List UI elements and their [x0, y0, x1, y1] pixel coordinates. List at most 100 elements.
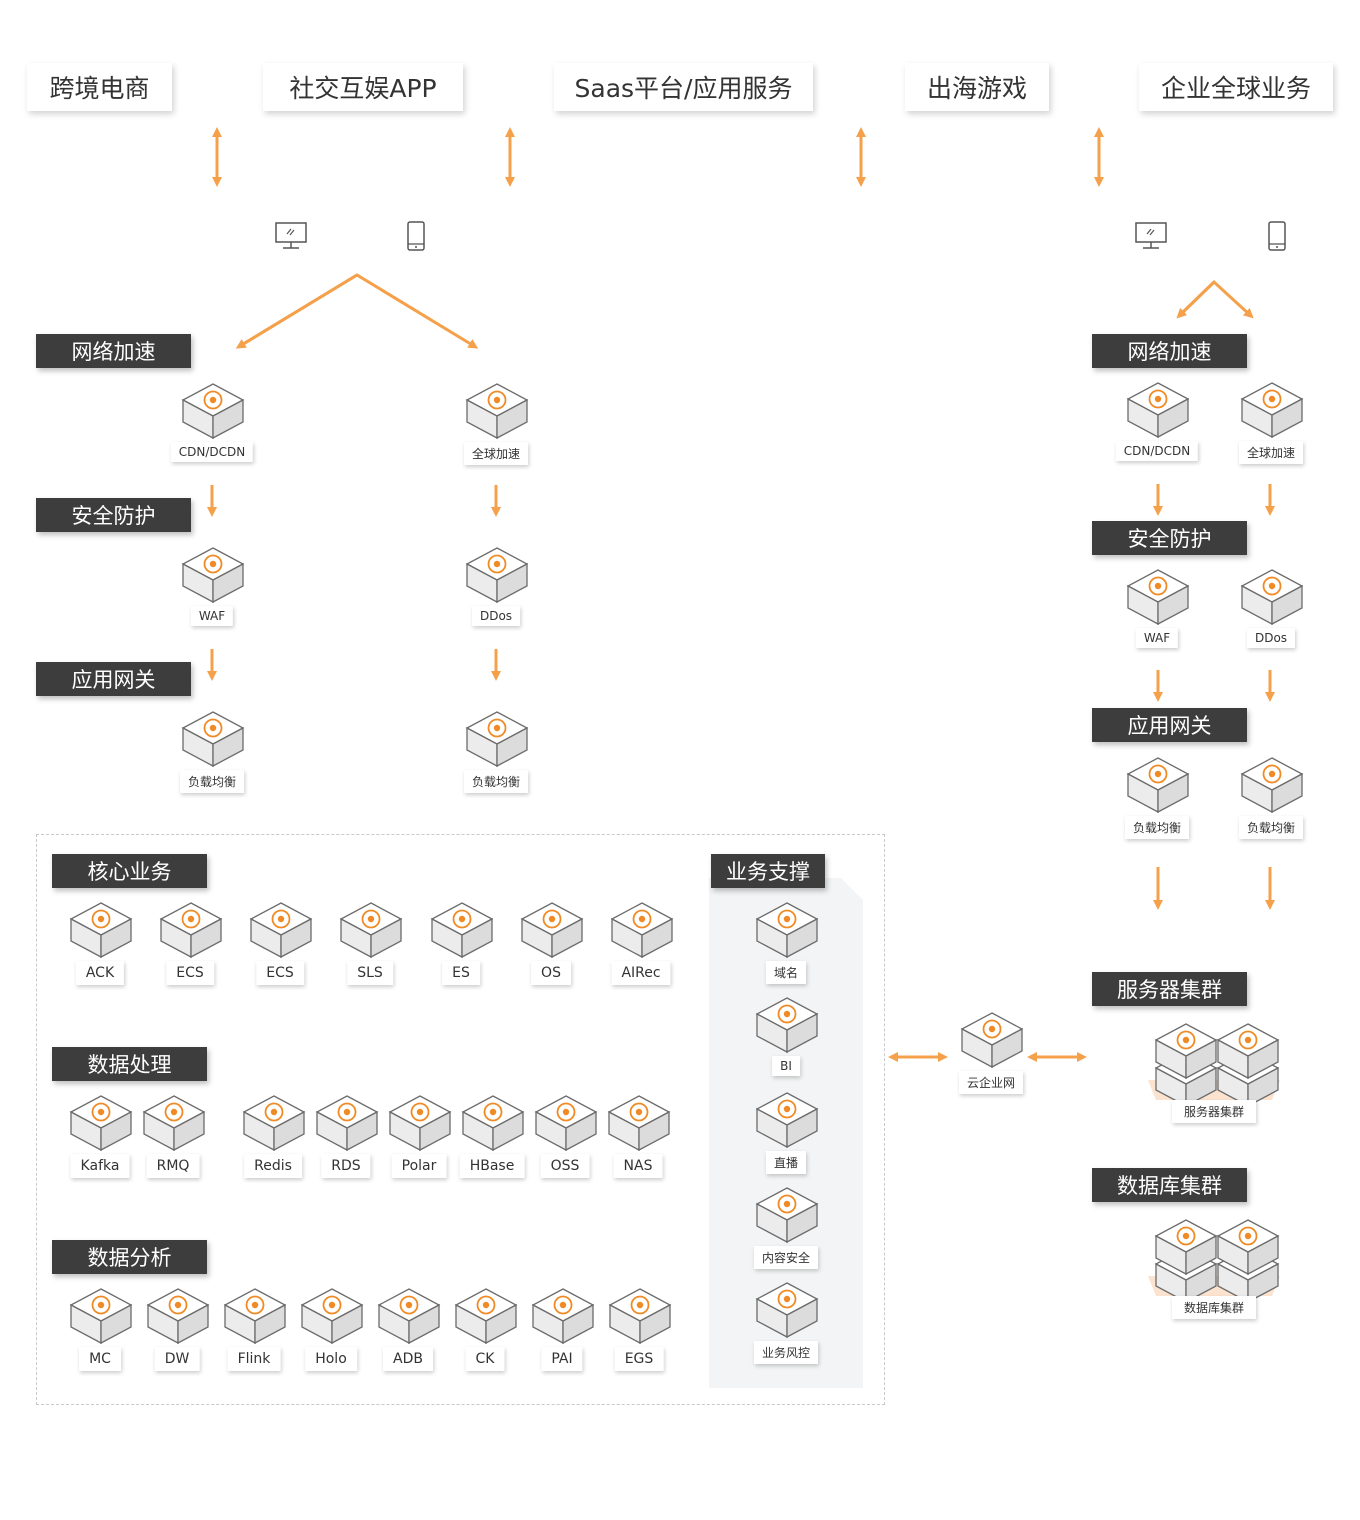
node-core-6[interactable]: AIRec	[596, 901, 686, 991]
hex-tile-icon	[1126, 757, 1190, 814]
node-core-4[interactable]: ES	[416, 901, 506, 991]
node-label: HBase	[459, 1154, 525, 1178]
hex-tile-icon	[1154, 1219, 1218, 1276]
node-right-sec-a[interactable]: WAF	[1112, 568, 1202, 658]
node-label: ADB	[383, 1347, 433, 1371]
node-right-net-b[interactable]: 全球加速	[1226, 381, 1316, 471]
node-label: 内容安全	[753, 1246, 819, 1269]
node-label: AIRec	[611, 961, 671, 985]
node-dataana-1[interactable]: DW	[132, 1287, 222, 1377]
node-dataana-3[interactable]: Holo	[286, 1287, 376, 1377]
node-label: EGS	[614, 1347, 664, 1371]
node-label: OSS	[540, 1154, 590, 1178]
right-tag-server-cluster: 服务器集群	[1092, 972, 1247, 1006]
hex-tile-icon	[531, 1288, 595, 1345]
node-left-net-a[interactable]: CDN/DCDN	[167, 382, 257, 472]
device-card-desktop-left	[238, 203, 344, 269]
node-support-1[interactable]: BI	[741, 996, 831, 1086]
node-left-gw-b[interactable]: 负载均衡	[451, 710, 541, 800]
node-label: DW	[154, 1347, 200, 1371]
node-label: CK	[465, 1347, 505, 1371]
hex-tile-icon	[465, 547, 529, 604]
node-core-3[interactable]: SLS	[325, 901, 415, 991]
hex-tile-icon	[181, 383, 245, 440]
node-dataproc-6[interactable]: OSS	[520, 1094, 610, 1184]
hex-tile-icon	[755, 1282, 819, 1339]
monitor-icon	[274, 221, 308, 251]
node-core-2[interactable]: ECS	[235, 901, 325, 991]
top-cross-border-ecommerce: 跨境电商	[27, 63, 172, 111]
monitor-icon	[1134, 221, 1168, 251]
device-card-mobile-left	[363, 203, 469, 269]
node-label: 负载均衡	[463, 770, 529, 793]
node-core-5[interactable]: OS	[506, 901, 596, 991]
node-dataproc-2[interactable]: Redis	[228, 1094, 318, 1184]
node-label: 负载均衡	[1124, 816, 1190, 839]
node-dataproc-4[interactable]: Polar	[374, 1094, 464, 1184]
node-label: 云企业网	[958, 1071, 1024, 1094]
hex-tile-icon	[454, 1288, 518, 1345]
node-core-1[interactable]: ECS	[145, 901, 235, 991]
hex-tile-icon	[242, 1095, 306, 1152]
node-right-gw-b[interactable]: 负载均衡	[1226, 756, 1316, 846]
node-support-0[interactable]: 域名	[741, 901, 831, 991]
right-tag-gateway: 应用网关	[1092, 708, 1247, 742]
node-dataana-5[interactable]: CK	[440, 1287, 530, 1377]
hex-tile-icon	[610, 902, 674, 959]
node-label: PAI	[541, 1347, 583, 1371]
mobile-icon	[405, 220, 427, 252]
node-left-gw-a[interactable]: 负载均衡	[167, 710, 257, 800]
hex-tile-icon	[300, 1288, 364, 1345]
support-tag: 业务支撑	[711, 854, 825, 888]
hex-tile-icon	[181, 547, 245, 604]
node-core-0[interactable]: ACK	[55, 901, 145, 991]
node-support-4[interactable]: 业务风控	[741, 1281, 831, 1371]
node-cloud-enterprise-network[interactable]: 云企业网	[946, 1011, 1036, 1101]
node-dataana-6[interactable]: PAI	[517, 1287, 607, 1377]
node-left-sec-a[interactable]: WAF	[167, 546, 257, 636]
node-right-sec-b[interactable]: DDos	[1226, 568, 1316, 658]
right-tag-db-cluster: 数据库集群	[1092, 1168, 1247, 1202]
node-right-net-a[interactable]: CDN/DCDN	[1112, 381, 1202, 471]
node-dataproc-5[interactable]: HBase	[447, 1094, 537, 1184]
hex-tile-icon	[607, 1095, 671, 1152]
hex-tile-icon	[388, 1095, 452, 1152]
node-dataana-7[interactable]: EGS	[594, 1287, 684, 1377]
server-cluster[interactable]: 服务器集群	[1134, 1022, 1294, 1132]
device-card-desktop-right	[1098, 203, 1204, 269]
device-card-mobile-right	[1224, 203, 1330, 269]
node-label: ECS	[166, 961, 214, 985]
node-label: 全球加速	[463, 442, 529, 465]
hex-tile-icon	[960, 1012, 1024, 1069]
hex-tile-icon	[430, 902, 494, 959]
left-panel-network	[36, 358, 671, 480]
node-left-sec-b[interactable]: DDos	[451, 546, 541, 636]
node-dataana-4[interactable]: ADB	[363, 1287, 453, 1377]
node-label: ES	[442, 961, 480, 985]
node-dataproc-7[interactable]: NAS	[593, 1094, 683, 1184]
node-right-gw-a[interactable]: 负载均衡	[1112, 756, 1202, 846]
node-left-net-b[interactable]: 全球加速	[451, 382, 541, 472]
node-dataana-0[interactable]: MC	[55, 1287, 145, 1377]
hex-tile-icon	[465, 711, 529, 768]
node-label: DDos	[1246, 628, 1296, 648]
node-dataproc-1[interactable]: RMQ	[128, 1094, 218, 1184]
hex-tile-icon	[69, 1095, 133, 1152]
hex-tile-icon	[249, 902, 313, 959]
node-support-3[interactable]: 内容安全	[741, 1186, 831, 1276]
hex-tile-icon	[142, 1095, 206, 1152]
hex-tile-icon	[1240, 569, 1304, 626]
top-saas-platform: Saas平台/应用服务	[554, 63, 813, 111]
hex-tile-icon	[1240, 757, 1304, 814]
top-social-app: 社交互娱APP	[263, 63, 463, 111]
db-cluster[interactable]: 数据库集群	[1134, 1218, 1294, 1328]
node-support-2[interactable]: 直播	[741, 1091, 831, 1181]
node-label: RMQ	[146, 1154, 200, 1178]
hex-tile-icon	[69, 1288, 133, 1345]
node-dataana-2[interactable]: Flink	[209, 1287, 299, 1377]
node-label: RDS	[321, 1154, 371, 1178]
right-tag-network: 网络加速	[1092, 334, 1247, 368]
node-dataproc-0[interactable]: Kafka	[55, 1094, 145, 1184]
node-label: Holo	[305, 1347, 357, 1371]
node-dataproc-3[interactable]: RDS	[301, 1094, 391, 1184]
